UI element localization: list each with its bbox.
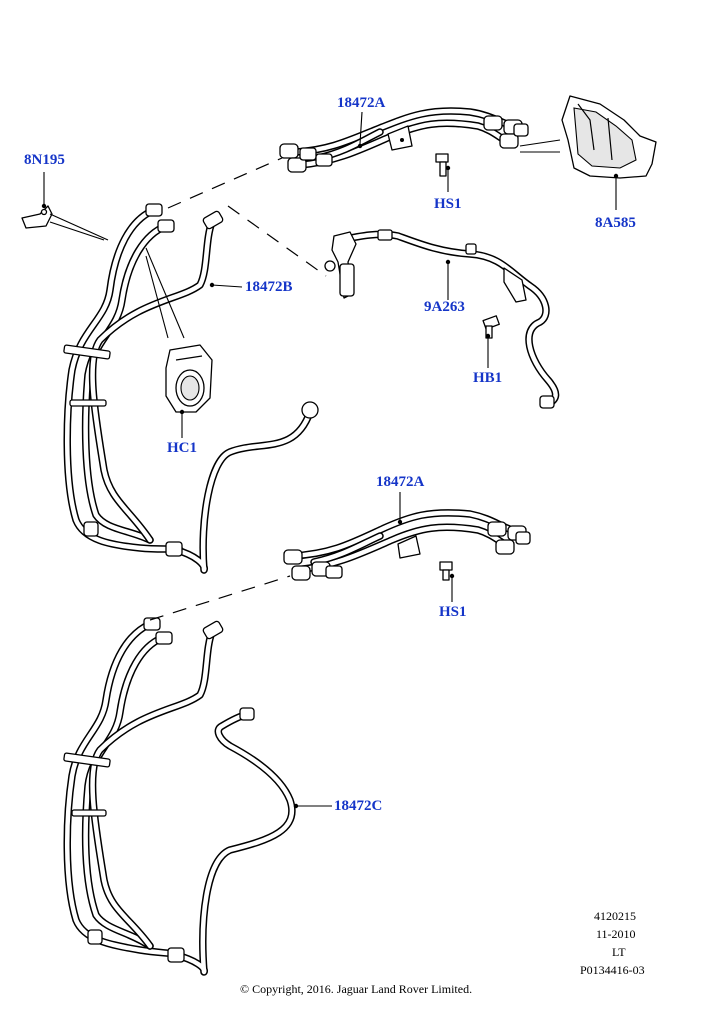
hose-9A263 (324, 229, 560, 409)
callout-HC1: HC1 (167, 440, 197, 456)
callout-18472C: 18472C (334, 798, 383, 814)
hose-assembly-18472A-mid (283, 509, 531, 581)
cover-8A585 (561, 95, 657, 179)
clip-HC1 (165, 344, 213, 413)
bracket-8N195 (21, 205, 53, 229)
callout-8A585: 8A585 (595, 215, 636, 231)
diagram-date: 11-2010 (596, 927, 636, 941)
copyright-notice: © Copyright, 2016. Jaguar Land Rover Lim… (240, 982, 473, 996)
language-code: LT (612, 945, 626, 959)
hose-assembly-18472A-top (279, 107, 529, 173)
alignment-lines (149, 157, 327, 621)
leader-lines (41, 111, 619, 809)
callout-9A263: 9A263 (424, 299, 465, 315)
callout-HS1-top: HS1 (434, 196, 462, 212)
callout-8N195: 8N195 (24, 152, 65, 168)
document-code: P0134416-03 (580, 963, 645, 977)
bolt-HS1-mid (439, 561, 453, 581)
reference-number: 4120215 (594, 909, 636, 923)
callout-HB1: HB1 (473, 370, 503, 386)
hose-assembly-18472B (63, 203, 319, 574)
callout-18472A-mid: 18472A (376, 474, 425, 490)
callout-18472A-top: 18472A (337, 95, 386, 111)
hose-assembly-18472C (63, 617, 296, 976)
bolt-HB1 (482, 315, 500, 339)
callout-HS1-mid: HS1 (439, 604, 467, 620)
callout-18472B: 18472B (245, 279, 293, 295)
bolt-HS1-top (435, 153, 449, 177)
